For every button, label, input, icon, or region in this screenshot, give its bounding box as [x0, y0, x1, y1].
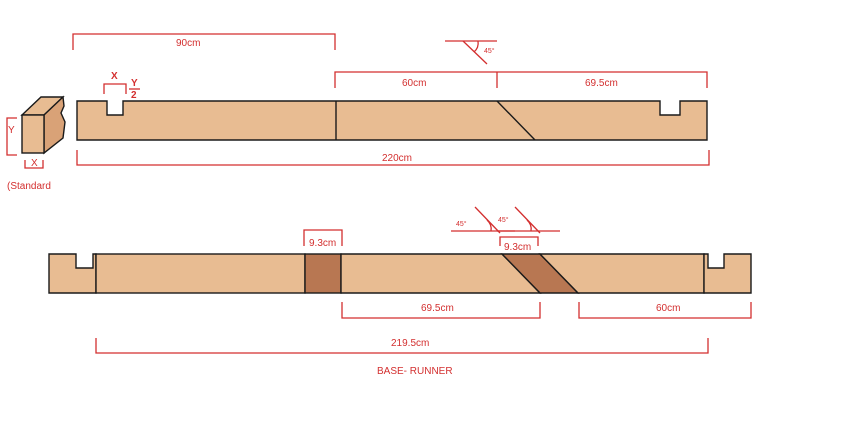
standard-x-bracket: [24, 160, 44, 169]
dim-90-label: 90cm: [176, 38, 200, 49]
base-runner-title: BASE- RUNNER: [377, 366, 453, 377]
standard-caption: (Standard: [7, 181, 51, 192]
dim-220-bracket: [76, 150, 710, 166]
base-angle-right-label: 45°: [498, 216, 509, 224]
dim-9-3-right-label: 9.3cm: [504, 242, 531, 253]
dim-base-60-label: 60cm: [656, 303, 680, 314]
dim-69-5-label: 69.5cm: [585, 78, 618, 89]
base-left-section: [95, 253, 306, 294]
top-angle-diagonal: [462, 40, 488, 65]
base-angle-left-label: 45°: [456, 220, 467, 228]
base-right-end-block: [703, 253, 752, 294]
standard-y-bracket: [6, 117, 17, 156]
top-angle-label: 45°: [484, 47, 495, 55]
dim-60-69-bracket: [334, 71, 708, 88]
dim-219-5-bracket: [95, 338, 709, 354]
top-angle-arc: [473, 40, 479, 53]
base-left-end-block: [48, 253, 97, 294]
dim-219-5-label: 219.5cm: [391, 338, 429, 349]
top-notch-y-label: Y: [131, 78, 138, 89]
dim-9-3-left-label: 9.3cm: [309, 238, 336, 249]
dim-base-69-5-bracket: [341, 302, 541, 319]
dim-90-bracket: [72, 33, 336, 50]
dim-220-label: 220cm: [382, 153, 412, 164]
base-dark-spacer: [304, 253, 342, 294]
dim-base-69-5-label: 69.5cm: [421, 303, 454, 314]
standard-x-label: X: [31, 158, 38, 169]
standard-block-side: [43, 95, 66, 155]
top-beam-45-cut: [496, 100, 536, 141]
base-angle-right-arc: [526, 219, 532, 232]
dim-9-3-left-bracket: [303, 229, 343, 246]
top-notch-y-denominator: 2: [131, 90, 137, 101]
top-beam: [76, 100, 708, 141]
top-notch-x-label: X: [111, 71, 118, 82]
top-notch-x-bracket: [103, 83, 127, 94]
standard-y-label: Y: [8, 125, 15, 136]
standard-block: [20, 95, 66, 155]
dim-60-label: 60cm: [402, 78, 426, 89]
dim-9-3-right-bracket: [499, 236, 539, 246]
base-angle-left-arc: [486, 219, 492, 232]
dim-base-60-bracket: [578, 302, 752, 319]
standard-block-front: [21, 114, 45, 154]
